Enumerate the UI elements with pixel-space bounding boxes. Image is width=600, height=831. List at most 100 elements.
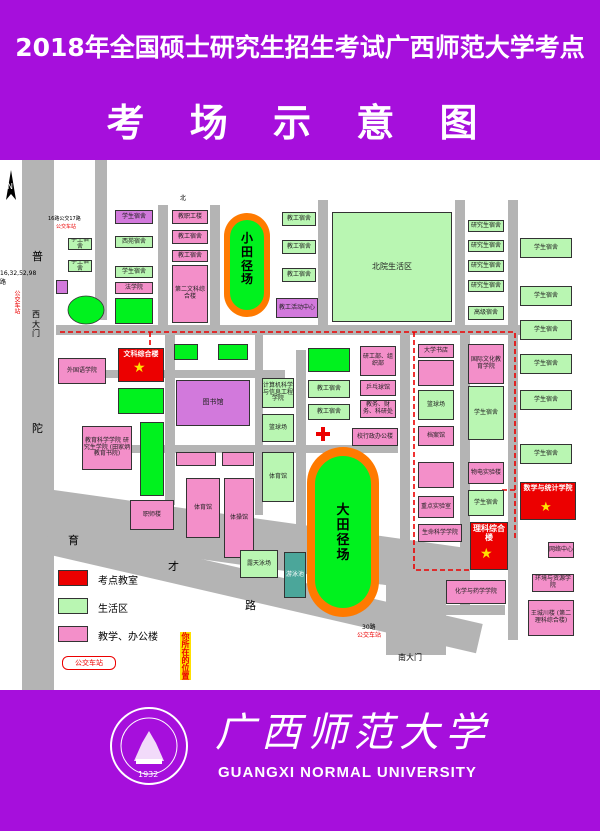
- building-jiaoshi-6: 教工宿舍: [308, 380, 350, 398]
- building-shuxue[interactable]: 数学与统计学院: [520, 482, 576, 520]
- university-name-cn: 广西师范大学: [215, 710, 491, 756]
- building-xuesheng-r2: 学生宿舍: [520, 286, 572, 306]
- legend-label-exam: 考点教室: [98, 576, 138, 587]
- building-green-e: [140, 422, 164, 496]
- you-are-here-label: 你所在的位置: [180, 632, 191, 680]
- building-wenke-zonghe[interactable]: 文科综合楼: [118, 348, 164, 382]
- header-banner: 2018年全国硕士研究生招生考试广西师范大学考点 考 场 示 意 图: [0, 0, 600, 160]
- legend-bus-station: 公交车站: [62, 656, 116, 670]
- building-lanqiu-1: 篮球场: [262, 414, 294, 442]
- building-jiaoshi-mid: 教工宿舍: [172, 250, 208, 262]
- building-xuesheng-sushe-r2: 学生宿舍: [468, 490, 504, 516]
- building-tiyuguan: 体操馆: [224, 478, 254, 558]
- building-small-violet: [56, 280, 68, 294]
- building-xuesheng-sushe-r: 学生宿舍: [468, 386, 504, 440]
- building-jisuanji: 计算机科学与信息工程学院: [262, 378, 294, 408]
- building-jiaoshi-7: 教工宿舍: [308, 404, 350, 420]
- legend-label-teaching: 教学、办公楼: [98, 632, 158, 643]
- building-wenti-yunxing: 教务、财务、科研处: [360, 400, 396, 418]
- building-yanjiusheng-3: 研究生宿舍: [468, 260, 504, 272]
- building-green-b: [174, 344, 198, 360]
- building-like-zonghe[interactable]: 理科综合楼: [470, 522, 508, 570]
- footer-banner: 1932 广西师范大学 GUANGXI NORMAL UNIVERSITY: [0, 690, 600, 831]
- west-gate-label: 西大门: [32, 310, 40, 339]
- building-zhishi: 职师楼: [130, 500, 174, 530]
- beiyuan-area: 北院生活区: [332, 212, 452, 322]
- building-jiaoshi-5: 教工宿舍: [282, 268, 316, 282]
- building-pink-4: [418, 462, 454, 488]
- building-green-c: [218, 344, 248, 360]
- building-jiaoyu-kexue: 教育科学学院 研究生学院 (田家炳教育书院): [82, 426, 132, 470]
- building-huanjing: 环境与资源学院: [532, 574, 574, 592]
- bottom-bus-route: 30路: [362, 624, 376, 631]
- building-yanjiusheng-2: 研究生宿舍: [468, 240, 504, 252]
- xiaotian-label: 小田径场: [240, 231, 253, 287]
- legend-swatch-exam: [58, 570, 88, 586]
- building-wangchen: 王城川楼 (第二理科综合楼): [528, 600, 574, 636]
- building-yanjiusheng-4: 研究生宿舍: [468, 280, 504, 292]
- building-youyong: 游泳池: [284, 552, 306, 598]
- building-waiguoyu: 外国语学院: [58, 358, 106, 384]
- page-subtitle: 考 场 示 意 图: [106, 100, 494, 145]
- building-wuli: 物电实验楼: [468, 462, 504, 484]
- building-jiaoshi-top: 教工宿舍: [172, 230, 208, 244]
- building-daxue-shudian: 大学书店: [418, 344, 454, 358]
- top-bus-routes: 16路公交17路: [48, 216, 81, 222]
- building-tushuguan: 图书馆: [176, 380, 250, 426]
- building-lanqiu-2: 篮球场: [418, 390, 454, 420]
- building-pingpang: 乒乓球馆: [360, 380, 396, 396]
- university-seal-icon: [110, 707, 188, 785]
- page-title: 2018年全国硕士研究生招生考试广西师范大学考点: [15, 33, 585, 62]
- building-gongyu: 教职工楼: [172, 210, 208, 224]
- building-gaoceng: 高级宿舍: [468, 306, 504, 320]
- building-xuesheng-r3: 学生宿舍: [520, 320, 572, 340]
- building-xuesheng-a: 学生宿舍: [68, 238, 92, 250]
- building-tiyu2: 体育馆: [186, 478, 220, 538]
- like-star-icon: ★: [480, 546, 493, 562]
- building-xiyuan-sushe: 西苑宿舍: [115, 236, 153, 248]
- building-xuesheng-r4: 学生宿舍: [520, 354, 572, 374]
- building-yanjiusheng-1: 研究生宿舍: [468, 220, 504, 232]
- building-green-f: [308, 348, 350, 372]
- building-jiaotong: 露天泳场: [240, 550, 278, 578]
- datian-label: 大田径场: [336, 503, 350, 563]
- north-label: N: [7, 182, 13, 191]
- building-guoji: 国际文化教育学院: [468, 344, 504, 384]
- building-huaxue: 化学与药学学院: [446, 580, 506, 604]
- legend-swatch-teaching: [58, 626, 88, 642]
- building-dier-zonghe: 第二文科综合楼: [172, 265, 208, 323]
- building-pink-1: [176, 452, 216, 466]
- building-pink-3: [418, 360, 454, 386]
- top-bus-station: 公交车站: [56, 224, 77, 230]
- building-green-a: [115, 298, 153, 324]
- building-shijie: 学生宿舍: [68, 260, 92, 272]
- building-xuesheng-r5: 学生宿舍: [520, 390, 572, 410]
- building-faxueyuan: 法学院: [115, 282, 153, 294]
- left-bus-routes: 16,32,52,98路: [0, 270, 37, 286]
- legend-swatch-living: [58, 598, 88, 614]
- wenke-star-icon: ★: [133, 360, 146, 376]
- building-xiyuan-st2: 学生宿舍: [115, 266, 153, 278]
- building-xuesheng-r1: 学生宿舍: [520, 238, 572, 258]
- shuxue-star-icon: ★: [540, 500, 552, 515]
- building-tiyu: 体育馆: [262, 452, 294, 502]
- building-huodong: 教工活动中心: [276, 298, 318, 318]
- building-dangan: 档案馆: [418, 426, 454, 446]
- north-small-label: 北: [180, 195, 187, 202]
- building-jiaoshi-3: 教工宿舍: [282, 212, 316, 226]
- building-pink-2: [222, 452, 254, 466]
- road-label-tuo: 陀: [32, 422, 43, 435]
- road-label-yu: 育: [68, 534, 79, 547]
- building-zhongdian: 重点实验室: [418, 496, 454, 518]
- road-label-cai: 才: [168, 560, 179, 573]
- road-label-lu2: 路: [245, 599, 256, 612]
- bottom-bus-station: 公交车站: [357, 632, 382, 639]
- university-name-en: GUANGXI NORMAL UNIVERSITY: [218, 764, 477, 781]
- building-wangluo: 网络中心: [548, 542, 574, 558]
- building-xuesheng-shanghuo: 学生宿舍: [115, 210, 153, 224]
- building-jiaoshi-4: 教工宿舍: [282, 240, 316, 254]
- building-xiaoyuan-bangongshi: 校行政办公楼: [352, 428, 398, 446]
- building-xuesheng-r6: 学生宿舍: [520, 444, 572, 464]
- south-gate-label: 南大门: [398, 653, 422, 662]
- legend-label-living: 生活区: [98, 604, 128, 615]
